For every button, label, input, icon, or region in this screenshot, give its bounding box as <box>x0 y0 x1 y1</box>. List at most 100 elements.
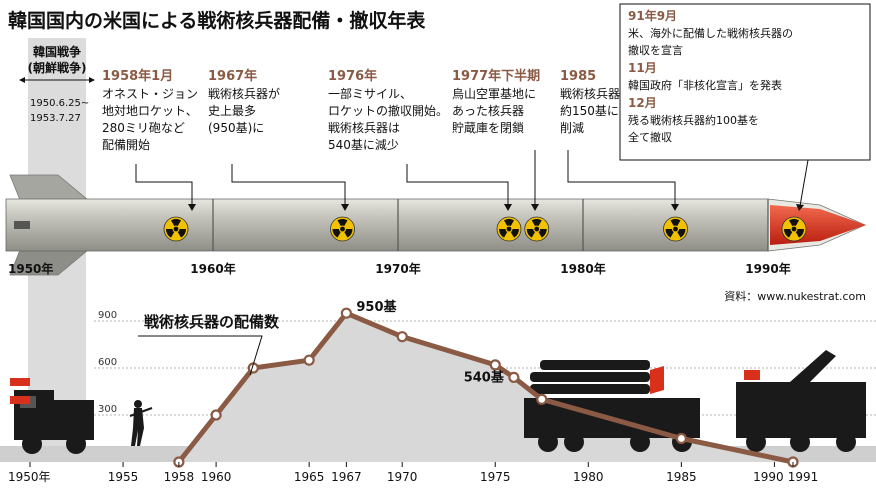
radiation-blade <box>784 229 793 238</box>
radiation-center <box>506 226 512 232</box>
radiation-blade <box>789 219 799 226</box>
radiation-blade <box>531 219 542 226</box>
radiation-center <box>173 226 179 232</box>
data-label: 950基 <box>356 299 397 315</box>
radiation-blade <box>332 229 341 238</box>
wheel <box>746 432 766 452</box>
radiation-center <box>534 226 540 232</box>
event-year: 1977年下半期 <box>452 68 540 84</box>
wheel <box>66 434 86 454</box>
source-note: 資料：www.nukestrat.com <box>724 289 866 303</box>
event-line: オネスト・ジョン <box>102 87 198 101</box>
final-event-line: 米、海外に配備した戦術核兵器の <box>628 26 793 40</box>
timeline-label-1970: 1970年 <box>375 261 420 276</box>
arrowhead <box>341 204 349 211</box>
final-event-frame <box>619 3 871 161</box>
radiation-blade <box>177 229 186 238</box>
event-line: 削減 <box>560 120 584 135</box>
x-tick-label: 1985 <box>666 470 697 484</box>
event-line: 280ミリ砲など <box>102 121 185 135</box>
radiation-markers <box>163 216 807 242</box>
launcher-truck-left <box>10 378 94 454</box>
truck-bed <box>54 400 94 440</box>
x-tick-label: 1991 <box>788 470 819 484</box>
event-1976: 1976年 一部ミサイル、 ロケットの撤収開始。 戦術核兵器は 540基に減少 <box>328 68 448 152</box>
radiation-blade <box>344 229 353 238</box>
wheel <box>836 432 856 452</box>
korean-war-label-alt: (朝鮮戦争) <box>28 60 87 75</box>
x-tick-label: 1990 <box>753 470 784 484</box>
soldier-body <box>131 408 144 446</box>
radiation-icon <box>163 216 189 242</box>
radiation-icon <box>663 216 688 242</box>
radiation-center <box>673 226 678 232</box>
radiation-blade <box>510 229 519 238</box>
final-event-line: 撤収を宣言 <box>628 43 683 57</box>
rocket <box>5 174 866 276</box>
event-line: ロケットの撤収開始。 <box>328 103 448 118</box>
event-connectors <box>135 150 809 207</box>
final-event-box: 91年9月 米、海外に配備した戦術核兵器の 撤収を宣言 11月 韓国政府「非核化… <box>619 3 871 161</box>
event-year: 1985 <box>560 69 596 84</box>
x-tick-label: 1980 <box>573 470 604 484</box>
soldier-rifle <box>129 407 153 417</box>
radiation-blade <box>538 229 547 238</box>
event-line: 史上最多 <box>208 104 256 118</box>
radiation-blade <box>499 229 508 238</box>
arrowhead <box>531 204 539 211</box>
event-line: 戦術核兵器が <box>208 86 280 101</box>
timeline-label-1980: 1980年 <box>560 261 605 276</box>
wheel <box>22 434 42 454</box>
korean-war-label: 韓国戦争 <box>33 44 81 59</box>
final-event-month: 11月 <box>628 61 657 75</box>
event-year: 1967年 <box>208 68 257 84</box>
connector-arrowheads <box>188 204 804 211</box>
soldier-head <box>134 400 142 408</box>
data-point <box>536 393 548 405</box>
data-point <box>508 371 520 383</box>
final-event-line: 全て撤収 <box>628 130 672 144</box>
missile-pod <box>530 384 650 394</box>
arrowhead <box>796 204 804 211</box>
radiation-blade <box>337 219 348 226</box>
soldier-figure <box>129 400 153 446</box>
timeline-label-1990: 1990年 <box>745 261 790 276</box>
launcher-arm <box>790 350 836 388</box>
wheel <box>630 432 650 452</box>
y-tick-label: 600 <box>98 357 117 368</box>
rocket-nozzle <box>14 221 30 229</box>
deployment-area <box>178 313 793 462</box>
korean-war-start: 1950.6.25~ <box>30 98 89 109</box>
x-tick-label: 1970 <box>387 470 418 484</box>
connector-1985 <box>567 150 676 206</box>
rocket-body <box>5 198 769 252</box>
event-line: 貯蔵庫を閉鎖 <box>452 120 524 135</box>
event-year: 1976年 <box>328 68 377 84</box>
event-1977: 1977年下半期 烏山空軍基地に あった核兵器 貯蔵庫を閉鎖 <box>452 68 540 135</box>
truck-body <box>736 382 866 438</box>
x-tick-label: 1975 <box>480 470 511 484</box>
data-point <box>340 307 352 319</box>
launcher-truck-far-right <box>736 350 866 452</box>
event-line: 烏山空軍基地に <box>452 87 536 101</box>
event-1985: 1985 戦術核兵器、 約150基に 削減 <box>560 69 632 135</box>
y-tick-label: 900 <box>98 310 117 321</box>
chart-title: 戦術核兵器の配備数 <box>144 313 280 331</box>
x-tick-label: 1960 <box>201 470 232 484</box>
radiation-blade <box>526 229 535 238</box>
x-tick-label: 1955 <box>108 470 139 484</box>
missile-fins <box>650 366 664 394</box>
data-point <box>489 359 501 371</box>
connector-1976 <box>406 164 509 206</box>
arrowhead <box>188 204 196 211</box>
x-tick-label: 1967 <box>331 470 362 484</box>
timeline-label-1960: 1960年 <box>190 261 235 276</box>
wheel <box>790 432 810 452</box>
event-line: 約150基に <box>560 103 619 118</box>
event-line: あった核兵器 <box>452 104 524 118</box>
event-line: 戦術核兵器は <box>328 121 400 135</box>
arrowhead <box>671 204 679 211</box>
